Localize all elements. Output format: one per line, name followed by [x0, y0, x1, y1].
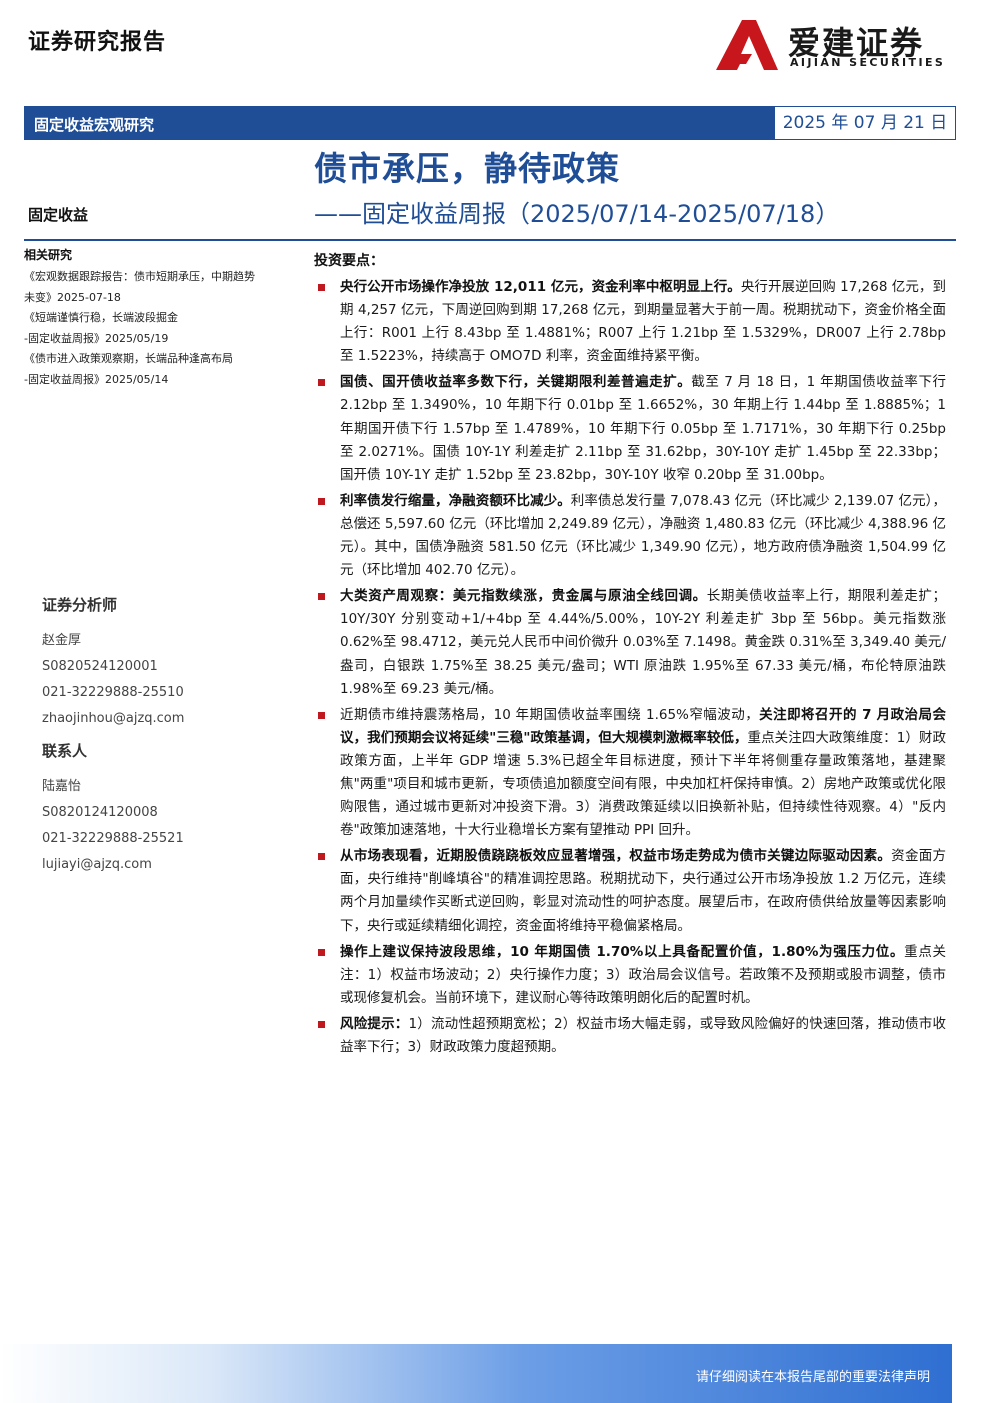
- key-point-headline: 央行公开市场操作净投放 12,011 亿元，资金利率中枢明显上行。: [340, 279, 741, 295]
- analyst-heading: 证券分析师: [42, 596, 118, 614]
- page-subtitle: ——固定收益周报（2025/07/14-2025/07/18）: [314, 200, 840, 228]
- key-point-body: 重点关注四大政策维度：1）财政政策方面，上半年 GDP 增速 5.3%已超全年目…: [340, 729, 946, 839]
- legal-disclaimer-note: 请仔细阅读在本报告尾部的重要法律声明: [695, 1370, 930, 1385]
- key-point-body: 1）流动性超预期宽松；2）权益市场大幅走弱，或导致风险偏好的快速回落，推动债市收…: [340, 1015, 946, 1055]
- related-research: 相关研究 《宏观数据跟踪报告：债市短期承压，中期趋势 未变》2025-07-18…: [24, 244, 296, 390]
- logo-chinese-name: 爱建证券: [788, 24, 925, 62]
- key-point-headline: 从市场表现看，近期股债跷跷板效应显著增强，权益市场走势成为债市关键边际驱动因素。: [340, 848, 892, 865]
- key-point-body: 央行开展逆回购 17,268 亿元，到期 4,257 亿元，下周逆回购到期 17…: [340, 279, 946, 365]
- bullet-square-icon: [318, 379, 325, 387]
- contact-license: S0820124120008: [42, 805, 158, 820]
- key-point-headline: 关注即将召开的 7 月政治局会议，我们预期会议将延续"三稳"政策基调，但大规模刺…: [340, 706, 946, 746]
- key-point-headline: 国债、国开债收益率多数下行，关键期限利差普遍走扩。: [340, 374, 692, 391]
- logo-english-name: AIJIAN SECURITIES: [790, 56, 946, 69]
- key-point-item: 央行公开市场操作净投放 12,011 亿元，资金利率中枢明显上行。央行开展逆回购…: [314, 276, 946, 368]
- header-divider: [24, 239, 956, 241]
- related-research-line[interactable]: 《债市进入政策观察期，长端品种逢高布局: [24, 352, 233, 365]
- key-point-headline: 风险提示：: [340, 1015, 409, 1032]
- key-point-item: 利率债发行缩量，净融资额环比减少。利率债总发行量 7,078.43 亿元（环比减…: [314, 490, 946, 582]
- bullet-square-icon: [318, 1020, 325, 1028]
- key-point-body: 资金面方面，央行维持"削峰填谷"的精准调控思路。税期扰动下，央行通过公开市场净投…: [340, 848, 947, 934]
- category-bar: 固定收益宏观研究 2025 年 07 月 21 日: [24, 106, 956, 140]
- key-point-item: 从市场表现看，近期股债跷跷板效应显著增强，权益市场走势成为债市关键边际驱动因素。…: [314, 845, 946, 937]
- bullet-square-icon: [318, 593, 325, 601]
- contact-phone: 021-32229888-25521: [42, 831, 184, 846]
- contact-name: 陆嘉怡: [42, 779, 82, 794]
- related-research-line[interactable]: 未变》2025-07-18: [24, 290, 121, 304]
- key-point-headline: 大类资产周观察：美元指数续涨，贵金属与原油全线回调。: [340, 588, 707, 605]
- footer-bar: 请仔细阅读在本报告尾部的重要法律声明: [0, 1344, 952, 1403]
- logo-mark-icon: [716, 20, 778, 70]
- related-research-line[interactable]: -固定收益周报》2025/05/14: [24, 372, 169, 386]
- key-point-item: 国债、国开债收益率多数下行，关键期限利差普遍走扩。截至 7 月 18 日，1 年…: [314, 371, 946, 486]
- related-research-line[interactable]: 《短端谨慎行稳，长端波段掘金: [24, 311, 178, 324]
- key-point-body: 截至 7 月 18 日，1 年期国债收益率下行 2.12bp 至 1.3490%…: [340, 374, 947, 483]
- analyst-phone: 021-32229888-25510: [42, 685, 184, 700]
- related-research-line[interactable]: 《宏观数据跟踪报告：债市短期承压，中期趋势: [24, 270, 255, 283]
- page-title: 债市承压，静待政策: [314, 149, 620, 188]
- bullet-square-icon: [318, 948, 325, 956]
- key-point-body: 重点关注：1）权益市场波动；2）央行操作力度；3）政治局会议信号。若政策不及预期…: [340, 943, 946, 1006]
- key-point-lead: 近期债市维持震荡格局，10 年期国债收益率围绕 1.65%窄幅波动，: [340, 706, 760, 723]
- key-point-body: 利率债总发行量 7,078.43 亿元（环比减少 2,139.07 亿元），总偿…: [340, 492, 947, 579]
- key-point-item: 操作上建议保持波段思维，10 年期国债 1.70%以上具备配置价值，1.80%为…: [314, 941, 946, 1010]
- key-point-item: 近期债市维持震荡格局，10 年期国债收益率围绕 1.65%窄幅波动，关注即将召开…: [314, 704, 946, 843]
- report-date: 2025 年 07 月 21 日: [774, 106, 956, 140]
- related-research-title: 相关研究: [24, 248, 73, 262]
- sector-label: 固定收益: [28, 206, 89, 224]
- related-research-line[interactable]: -固定收益周报》2025/05/19: [24, 331, 169, 345]
- contact-email[interactable]: lujiayi@ajzq.com: [42, 857, 152, 872]
- key-point-body: 长期美债收益率上行，期限利差走扩；10Y/30Y 分别变动+1/+4bp 至 4…: [340, 588, 947, 697]
- key-points-title: 投资要点：: [314, 253, 384, 269]
- key-point-headline: 操作上建议保持波段思维，10 年期国债 1.70%以上具备配置价值，1.80%为…: [340, 943, 905, 960]
- analyst-email[interactable]: zhaojinhou@ajzq.com: [42, 711, 185, 726]
- bullet-square-icon: [318, 711, 325, 719]
- category-label: 固定收益宏观研究: [34, 116, 155, 134]
- key-points-section: 投资要点： 央行公开市场操作净投放 12,011 亿元，资金利率中枢明显上行。央…: [314, 250, 946, 1062]
- key-point-item: 风险提示：1）流动性超预期宽松；2）权益市场大幅走弱，或导致风险偏好的快速回落，…: [314, 1013, 946, 1059]
- company-logo: 爱建证券 AIJIAN SECURITIES: [712, 16, 948, 72]
- report-type-label: 证券研究报告: [28, 30, 167, 55]
- key-point-headline: 利率债发行缩量，净融资额环比减少。: [340, 492, 571, 509]
- bullet-square-icon: [318, 497, 325, 505]
- analyst-name: 赵金厚: [42, 633, 82, 648]
- key-point-item: 大类资产周观察：美元指数续涨，贵金属与原油全线回调。长期美债收益率上行，期限利差…: [314, 585, 946, 700]
- bullet-square-icon: [318, 853, 325, 861]
- contact-heading: 联系人: [42, 742, 88, 760]
- author-info: 证券分析师 赵金厚 S0820524120001 021-32229888-25…: [42, 594, 282, 878]
- bullet-square-icon: [318, 284, 325, 291]
- analyst-license: S0820524120001: [42, 659, 158, 674]
